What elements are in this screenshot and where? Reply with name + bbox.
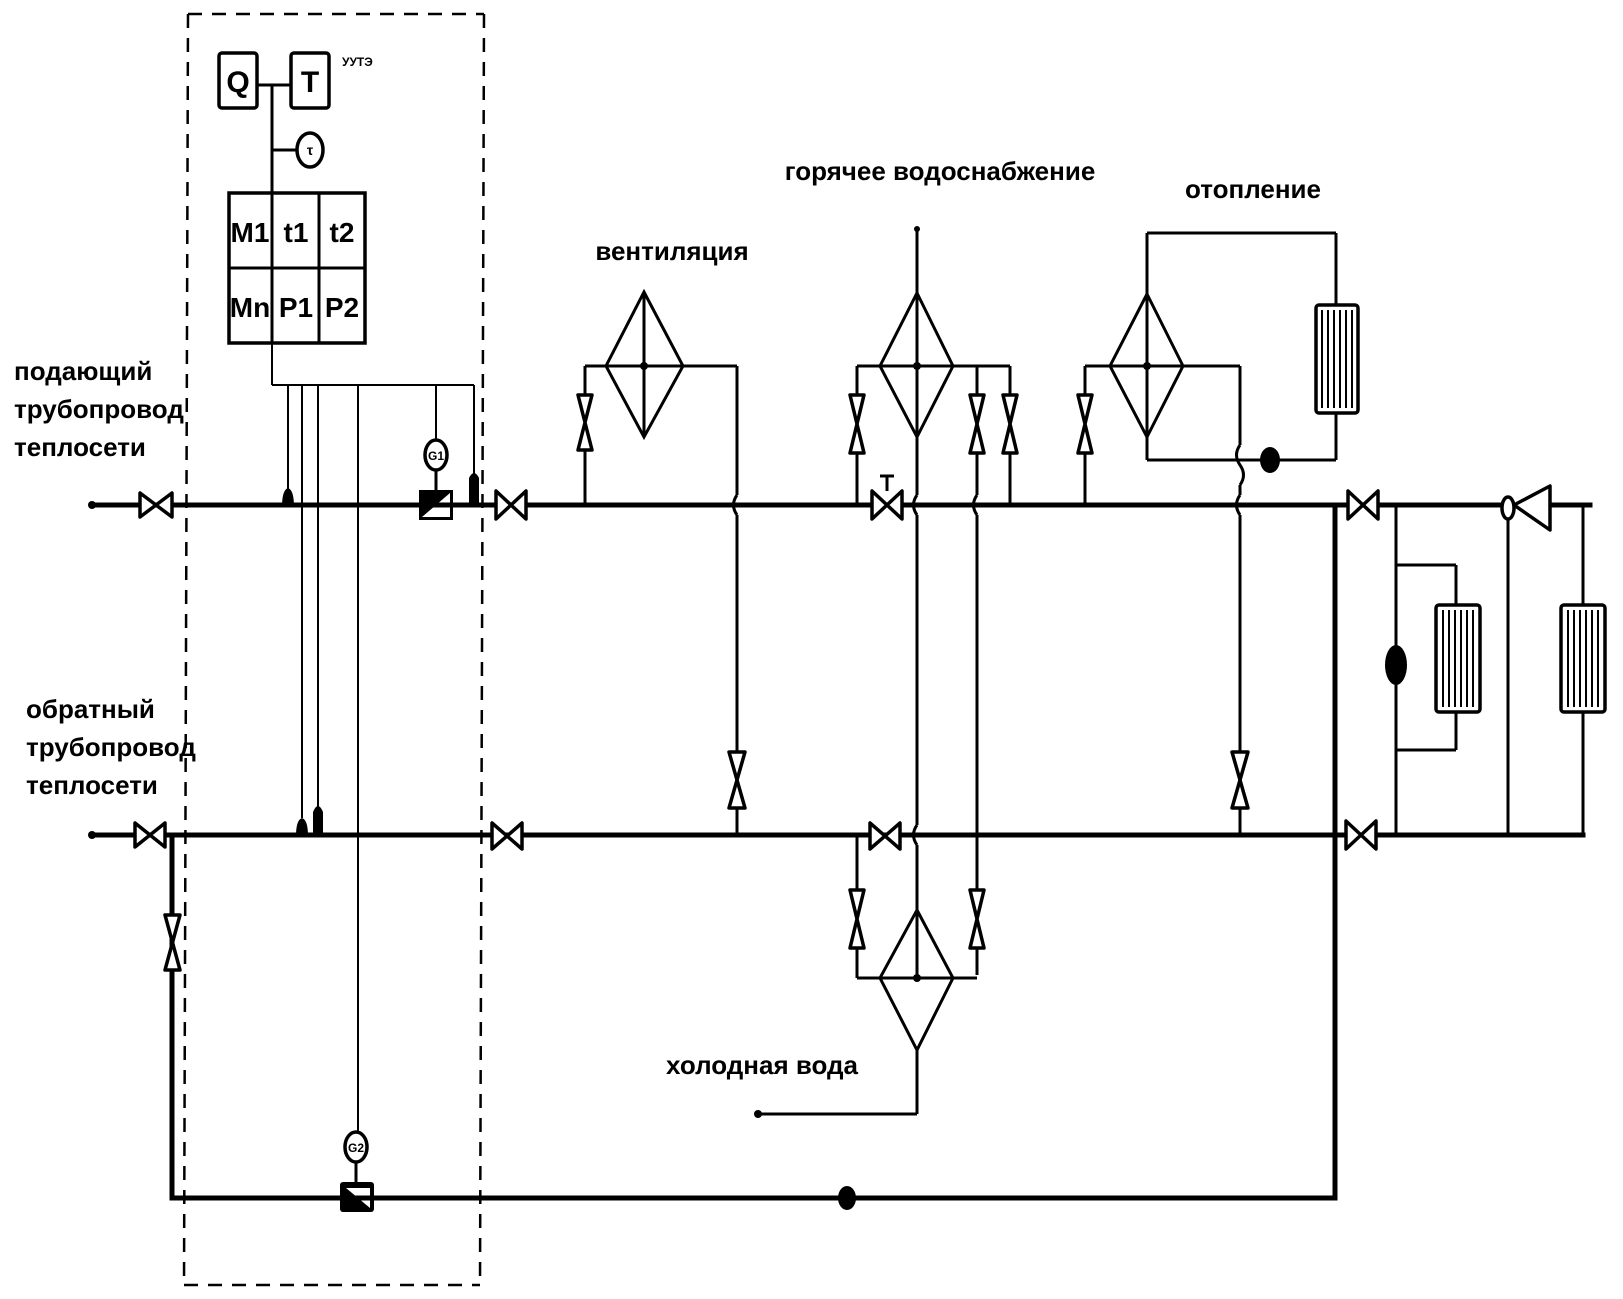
thermostat-icon	[1500, 495, 1516, 521]
valve-icon	[1344, 819, 1378, 851]
metering-unit-boundary	[182, 12, 486, 1287]
valve-icon	[494, 489, 528, 521]
valve-icon	[968, 888, 986, 950]
heat-calculator-box	[217, 51, 259, 110]
flowmeter-label: G2	[348, 1141, 364, 1155]
valve-icon	[163, 913, 182, 972]
supply-pipe-label-line2: трубопровод	[14, 394, 184, 424]
thermometer-label: T	[301, 66, 319, 99]
heat-meter-block: Q T УУТЭ τ M1 t1 t2 Mn P1 P2	[217, 51, 373, 345]
heating-label: отопление	[1185, 174, 1321, 204]
valve-icon	[1001, 393, 1019, 455]
valve-icon	[133, 821, 167, 849]
pump-icon	[1260, 447, 1280, 473]
cold-water-label: холодная вода	[666, 1050, 859, 1080]
radiator-icon	[1434, 603, 1482, 714]
signal-lines	[271, 343, 475, 1135]
main-pipes	[88, 501, 1593, 1201]
valve-icon	[968, 393, 986, 455]
valve-icon	[848, 888, 866, 950]
cell-t1: t1	[284, 217, 309, 248]
meter-unit-label: УУТЭ	[342, 55, 373, 69]
ventilation-branch: вентиляция	[576, 236, 749, 835]
temperature-sensor-icon	[296, 818, 308, 836]
cell-t2: t2	[330, 217, 355, 248]
return-pipe-label-line2: трубопровод	[26, 732, 196, 762]
valve-icon	[868, 821, 902, 851]
clock-icon	[295, 131, 325, 169]
clock-label: τ	[307, 142, 314, 158]
thermometer-box	[289, 51, 331, 110]
temperature-sensor-icon	[282, 488, 294, 507]
radiator-circuits	[1385, 484, 1607, 835]
check-valve-icon	[1512, 484, 1552, 532]
return-pipe-label-line1: обратный	[26, 694, 155, 724]
shutoff-valves	[133, 474, 1380, 972]
heating-branch: отопление	[1076, 174, 1360, 835]
supply-pipe-label-line1: подающий	[14, 356, 152, 386]
cell-p1: P1	[279, 292, 313, 323]
valve-icon	[138, 491, 174, 519]
valve-icon	[1346, 489, 1380, 521]
valve-icon	[576, 393, 594, 452]
pressure-sensor-icon	[469, 473, 479, 505]
pump-icon	[838, 1186, 856, 1210]
pressure-sensor-icon	[313, 806, 323, 836]
flowmeter-label: G1	[428, 449, 444, 463]
supply-pipe-label-line3: теплосети	[14, 432, 146, 462]
ventilation-label: вентиляция	[595, 236, 748, 266]
return-pipe-label-line3: теплосети	[26, 770, 158, 800]
valve-icon	[1076, 393, 1094, 455]
valve-icon	[490, 821, 524, 851]
supply-flowmeter: G1	[419, 438, 453, 520]
control-valve-icon	[870, 489, 904, 521]
cell-mn: Mn	[230, 292, 270, 323]
valve-icon	[848, 393, 866, 455]
hot-water-label: горячее водоснабжение	[785, 156, 1096, 186]
cell-p2: P2	[325, 292, 359, 323]
hot-water-branch: горячее водоснабжение холодная вода	[666, 156, 1095, 1118]
valve-icon	[1230, 750, 1250, 810]
cell-m1: M1	[231, 217, 270, 248]
heat-calculator-label: Q	[226, 66, 249, 99]
valve-icon	[727, 750, 747, 810]
heat-exchanger-icon	[1108, 290, 1185, 441]
pump-icon	[1385, 645, 1407, 685]
